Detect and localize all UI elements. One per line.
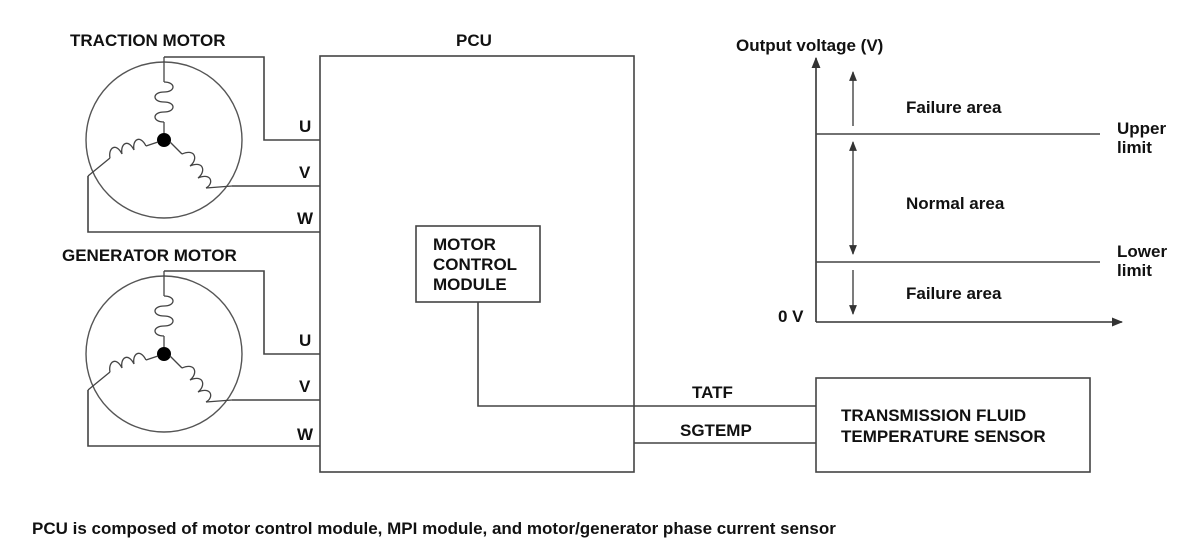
generator-motor-coil-left [87,352,159,391]
sensor-label-line-1: TRANSMISSION FLUID [841,406,1026,425]
tatf-signal-line [477,302,816,407]
traction-phase-u-label: U [299,117,311,136]
sensor-box [815,377,1091,473]
normal-area-label: Normal area [906,194,1005,213]
y-axis-label: Output voltage (V) [736,36,883,55]
diagram-caption: PCU is composed of motor control module,… [32,519,836,538]
output-voltage-graph: Output voltage (V) 0 V Upper limit Lower… [736,36,1167,327]
upper-limit-label-1: Upper [1117,119,1167,138]
traction-phase-w-label: W [297,209,314,228]
sgtemp-label: SGTEMP [680,421,752,440]
lower-limit-label-1: Lower [1117,242,1167,261]
motor-control-module-line-2: CONTROL [433,255,517,274]
failure-area-lower-label: Failure area [906,284,1002,303]
transmission-fluid-temperature-sensor: TRANSMISSION FLUID TEMPERATURE SENSOR [815,377,1091,473]
generator-phase-v-label: V [299,377,311,396]
generator-motor-coil-u [154,271,174,347]
generator-motor-title: GENERATOR MOTOR [62,246,237,265]
traction-motor-coil-right [169,141,233,189]
sensor-label-line-2: TEMPERATURE SENSOR [841,427,1046,446]
traction-motor-coil-left [87,138,159,177]
generator-phase-u-label: U [299,331,311,350]
traction-motor-coil-u [154,57,174,133]
traction-phase-v-label: V [299,163,311,182]
motor-control-module-box [415,225,541,303]
pcu-title: PCU [456,31,492,50]
generator-phase-w-label: W [297,425,314,444]
traction-wire-w [87,176,320,233]
traction-motor: TRACTION MOTOR U V W [70,31,320,233]
upper-limit-label-2: limit [1117,138,1152,157]
motor-control-module-line-1: MOTOR [433,235,496,254]
traction-motor-neutral-point [157,133,171,147]
generator-motor-neutral-point [157,347,171,361]
generator-wire-u [164,270,320,355]
generator-motor-coil-right [169,355,233,403]
generator-wire-w [87,390,320,447]
traction-motor-title: TRACTION MOTOR [70,31,226,50]
tatf-label: TATF [692,383,733,402]
generator-motor: GENERATOR MOTOR U V W [62,246,320,447]
pcu: PCU MOTOR CONTROL MODULE [319,31,635,473]
failure-area-upper-label: Failure area [906,98,1002,117]
lower-limit-label-2: limit [1117,261,1152,280]
traction-wire-u [164,56,320,141]
motor-control-module-line-3: MODULE [433,275,507,294]
zero-volt-label: 0 V [778,307,804,326]
